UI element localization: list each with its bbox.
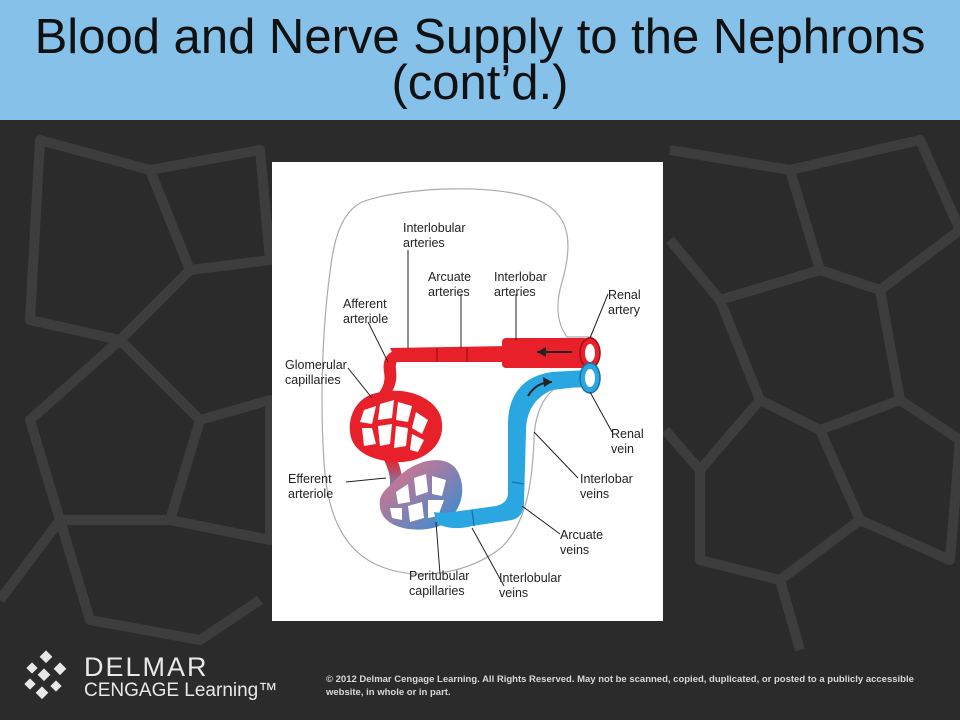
delmar-logo-icon — [24, 650, 67, 700]
slide-title: Blood and Nerve Supply to the Nephrons (… — [34, 10, 926, 110]
title-bar: Blood and Nerve Supply to the Nephrons (… — [0, 0, 960, 120]
delmar-cengage-logo: DELMAR CENGAGE Learning™ — [20, 648, 280, 704]
glomerular-capillaries — [349, 390, 443, 462]
label-leader-lines — [345, 250, 613, 587]
artery-vessels — [376, 337, 601, 402]
logo-text-cengage: CENGAGE Learning™ — [84, 680, 278, 701]
kidney-outline — [321, 188, 593, 575]
peritubular-capillaries — [379, 460, 463, 530]
copyright-notice: © 2012 Delmar Cengage Learning. All Righ… — [326, 674, 914, 698]
logo-text-delmar: DELMAR — [84, 652, 209, 682]
